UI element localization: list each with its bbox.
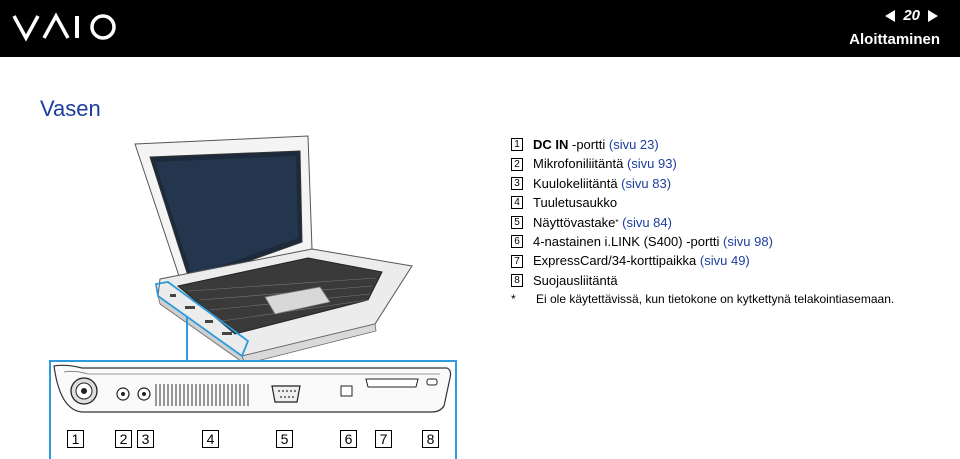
page-link[interactable]: (sivu 93): [626, 156, 677, 172]
diagram-number-labels: 1 2 3 4 5 6 7 8: [0, 430, 960, 452]
footnote-mark: *: [511, 292, 516, 307]
diagram-label: 6: [340, 430, 357, 448]
page-number: 20: [903, 7, 920, 24]
legend-item: 6 4-nastainen i.LINK (S400) -portti (siv…: [511, 232, 894, 251]
footnote-text: Ei ole käytettävissä, kun tietokone on k…: [536, 292, 895, 307]
diagram-label: 5: [276, 430, 293, 448]
page-link[interactable]: (sivu 49): [699, 253, 750, 269]
legend-item: 5 Näyttövastake * (sivu 84): [511, 213, 894, 232]
diagram-label: 8: [422, 430, 439, 448]
legend-number: 8: [511, 274, 523, 288]
legend-text: ExpressCard/34-korttipaikka: [533, 253, 700, 269]
callout-line: [186, 316, 188, 360]
diagram-label: 2: [115, 430, 132, 448]
legend-number: 1: [511, 138, 523, 152]
next-page-arrow-icon[interactable]: [928, 9, 938, 22]
legend-number: 6: [511, 235, 523, 249]
page-title: Vasen: [40, 96, 101, 121]
page-link[interactable]: (sivu 98): [723, 234, 773, 250]
page-header: 20 Aloittaminen: [0, 0, 960, 57]
legend-text: 4-nastainen i.LINK (S400) -portti: [533, 234, 724, 250]
diagram-label: 7: [375, 430, 392, 448]
left-side-view-illustration: [53, 364, 452, 413]
legend-text: -portti: [568, 137, 609, 152]
legend-number: 2: [511, 157, 523, 171]
page-link[interactable]: (sivu 83): [621, 175, 672, 191]
legend-text: Näyttövastake: [533, 214, 616, 230]
page-link[interactable]: (sivu 84): [618, 214, 672, 230]
vaio-logo: [12, 12, 116, 42]
legend-text: Suojausliitäntä: [533, 272, 618, 288]
legend-number: 4: [511, 196, 523, 210]
section-name: Aloittaminen: [849, 31, 940, 48]
legend-item: 3 Kuulokeliitäntä (sivu 83): [511, 174, 894, 193]
diagram-label: 1: [67, 430, 84, 448]
footnote-marker: *: [615, 217, 619, 227]
laptop-illustration: [134, 135, 413, 364]
legend-number: 7: [511, 254, 523, 268]
previous-page-arrow-icon[interactable]: [885, 9, 896, 22]
legend-label: DC IN: [533, 137, 569, 152]
legend-item: 2 Mikrofoniliitäntä (sivu 93): [511, 154, 894, 173]
legend-text: Kuulokeliitäntä: [533, 175, 622, 191]
legend-text: Tuuletusaukko: [533, 195, 618, 211]
legend-item: 1 DC IN -portti (sivu 23): [511, 135, 894, 154]
legend-item: 8 Suojausliitäntä: [511, 271, 894, 290]
page-navigation: 20: [885, 7, 938, 24]
diagram-label: 3: [137, 430, 154, 448]
page-link[interactable]: (sivu 23): [608, 137, 659, 152]
legend-text: Mikrofoniliitäntä: [533, 156, 627, 172]
legend-number: 3: [511, 177, 523, 191]
footnote: * Ei ole käytettävissä, kun tietokone on…: [511, 290, 894, 309]
legend-item: 7 ExpressCard/34-korttipaikka (sivu 49): [511, 251, 894, 270]
diagram-label: 4: [202, 430, 219, 448]
legend-number: 5: [511, 215, 523, 229]
legend-item: 4 Tuuletusaukko: [511, 193, 894, 212]
port-legend: 1 DC IN -portti (sivu 23) 2 Mikrofonilii…: [511, 135, 894, 310]
